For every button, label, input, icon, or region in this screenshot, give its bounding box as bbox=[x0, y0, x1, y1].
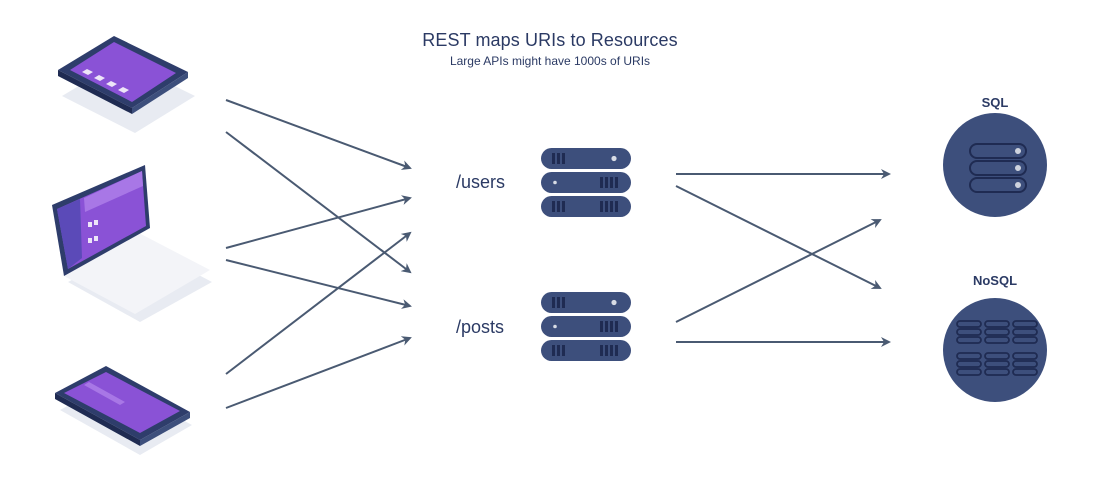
diagram-title: REST maps URIs to Resources bbox=[422, 30, 678, 50]
arrow-tablet-to-users bbox=[225, 99, 412, 170]
diagram-subtitle: Large APIs might have 1000s of URIs bbox=[449, 54, 651, 68]
client-arrows bbox=[225, 99, 412, 409]
arrow-tablet-to-posts bbox=[225, 131, 412, 274]
arrow-phone-to-users bbox=[225, 231, 412, 375]
server-unit bbox=[541, 196, 631, 217]
server-unit bbox=[541, 316, 631, 337]
laptop-icon bbox=[52, 165, 212, 322]
server-unit bbox=[541, 148, 631, 169]
server-arrows bbox=[675, 169, 891, 347]
route-label-users: /users bbox=[456, 172, 506, 192]
route-label-posts: /posts bbox=[456, 317, 505, 337]
sql-database-icon bbox=[943, 113, 1047, 217]
server-unit bbox=[541, 172, 631, 193]
server-unit bbox=[541, 340, 631, 361]
phone-icon bbox=[55, 366, 192, 455]
database-label-nosql: NoSQL bbox=[972, 273, 1018, 288]
server-stack-icon bbox=[541, 148, 631, 217]
arrow-laptop-to-users bbox=[225, 195, 412, 249]
database-label-sql: SQL bbox=[981, 95, 1009, 110]
server-stack-icon bbox=[541, 292, 631, 361]
server-unit bbox=[541, 292, 631, 313]
arrow-laptop-to-posts bbox=[225, 259, 412, 309]
tablet-icon bbox=[58, 36, 195, 133]
arrow-users-to-nosql bbox=[675, 185, 882, 289]
arrow-phone-to-posts bbox=[225, 336, 412, 409]
nosql-database-icon bbox=[943, 298, 1047, 402]
arrow-posts-to-sql bbox=[675, 219, 882, 323]
